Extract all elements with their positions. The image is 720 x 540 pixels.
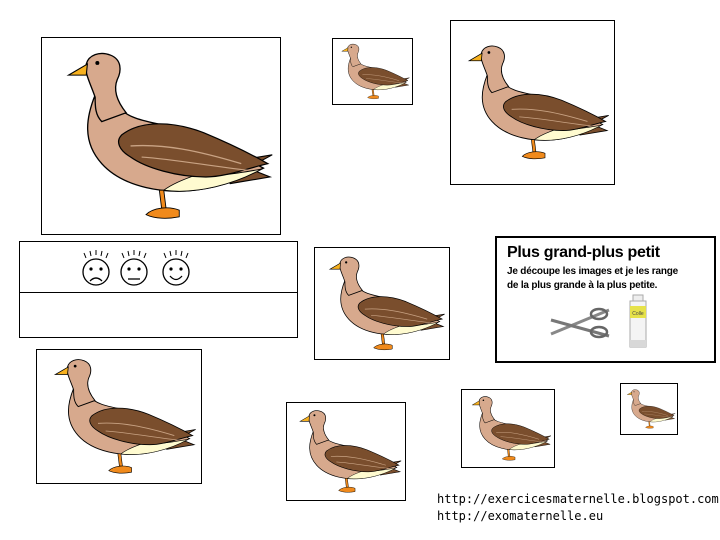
glue-stick-icon: Colle — [629, 294, 647, 348]
duck-icon — [468, 45, 610, 160]
instructions-line-1: Je découpe les images et je les range — [507, 266, 679, 277]
neutral-face-icon — [120, 250, 148, 286]
duck-card-6 — [286, 402, 406, 501]
happy-face-icon — [162, 250, 190, 286]
duck-card-7 — [461, 389, 555, 468]
duck-card-2 — [332, 38, 413, 105]
footer-url-exomaternelle[interactable]: http://exomaternelle.eu — [437, 509, 604, 523]
duck-icon — [299, 410, 402, 493]
scissors-icon — [550, 307, 610, 339]
duck-icon — [329, 256, 446, 351]
duck-card-1 — [41, 37, 281, 235]
duck-icon — [472, 396, 552, 461]
evaluation-divider — [20, 292, 297, 293]
duck-icon — [67, 52, 273, 219]
duck-icon — [627, 389, 676, 429]
instructions-box: Plus grand-plus petit Je découpe les ima… — [495, 236, 716, 363]
instructions-line-2: de la plus grande à la plus petite. — [507, 280, 658, 291]
duck-card-3 — [450, 20, 615, 185]
footer-url-blogspot[interactable]: http://exercicesmaternelle.blogspot.com — [437, 492, 719, 506]
duck-card-4 — [314, 247, 450, 360]
glue-label: Colle — [632, 311, 644, 317]
instructions-title: Plus grand-plus petit — [507, 244, 660, 261]
sad-face-icon — [82, 250, 110, 286]
duck-icon — [54, 359, 197, 474]
duck-card-8 — [620, 383, 678, 435]
duck-icon — [341, 43, 410, 100]
self-evaluation-box — [19, 241, 298, 338]
duck-card-5 — [36, 349, 202, 484]
